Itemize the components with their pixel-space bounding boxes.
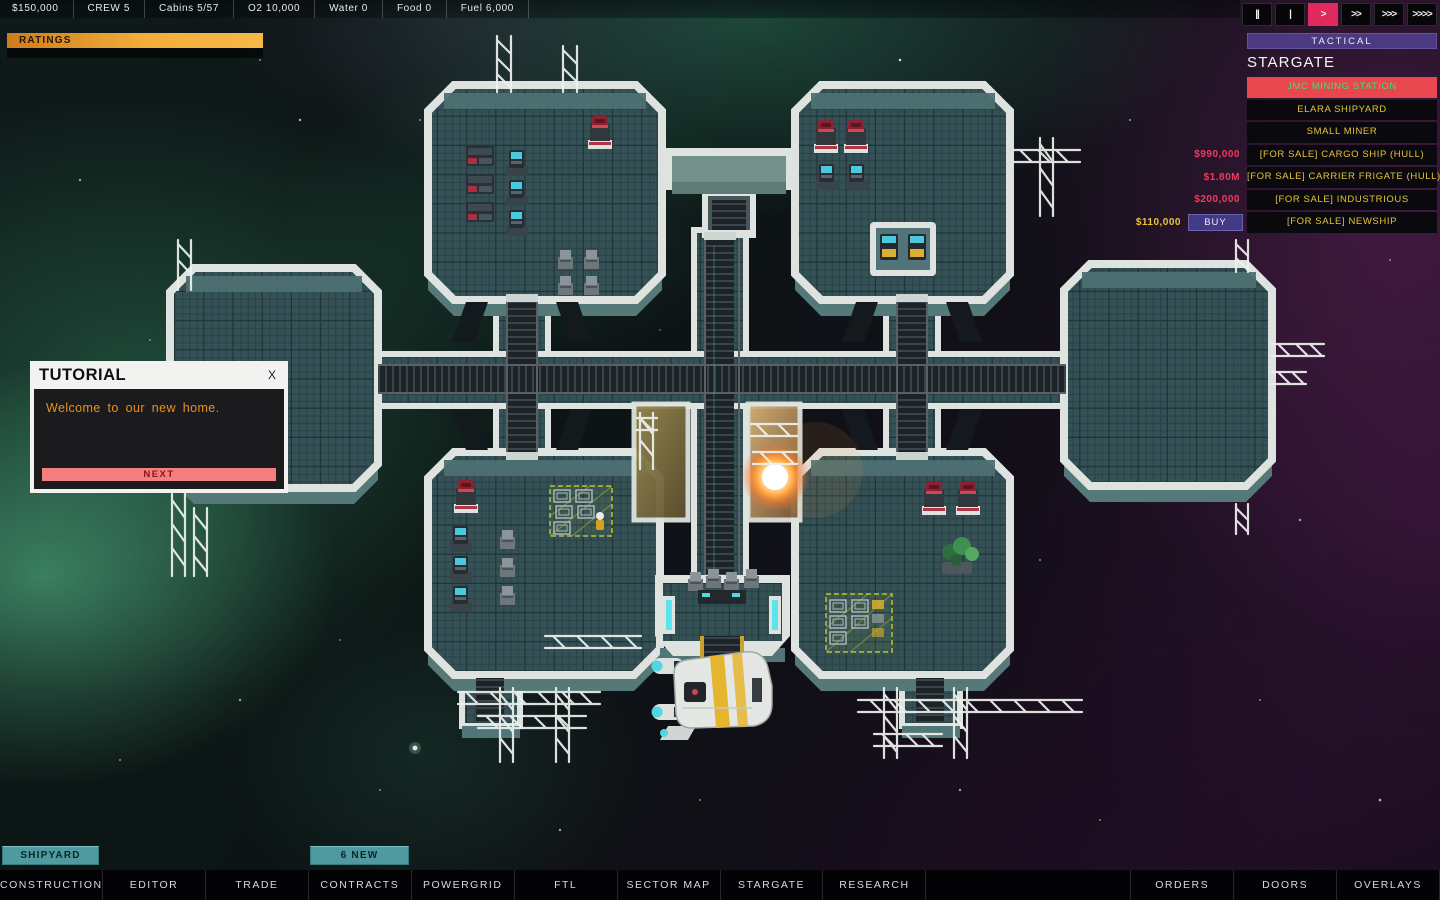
speed-2-button[interactable]: >> (1341, 3, 1371, 26)
speed-1-button[interactable]: | (1275, 3, 1305, 26)
ship-list-row: JMC MINING STATION (998, 77, 1437, 98)
pause-button[interactable]: || (1242, 3, 1272, 26)
tutorial-dialog: TUTORIAL X Welcome to our new home. NEXT (30, 361, 288, 493)
resource-bar: $150,000 CREW 5 Cabins 5/57 O2 10,000 Wa… (0, 0, 1240, 18)
stargate-ship-list: JMC MINING STATION ELARA SHIPYARD SMALL … (998, 77, 1440, 235)
stargate-panel-title: STARGATE (1247, 54, 1336, 71)
ship-list-item-small-miner[interactable]: SMALL MINER (1247, 122, 1437, 143)
ship-list-item-cargo-ship[interactable]: [FOR SALE] CARGO SHIP (HULL) (1247, 144, 1437, 165)
room-wall-bands (186, 93, 1256, 476)
play-button[interactable]: > (1308, 3, 1338, 26)
menu-trade[interactable]: TRADE (206, 870, 309, 900)
docked-shuttle[interactable] (651, 651, 773, 740)
menu-editor[interactable]: EDITOR (103, 870, 206, 900)
ship-list-item-carrier-frigate[interactable]: [FOR SALE] CARRIER FRIGATE (HULL) (1247, 167, 1440, 188)
tutorial-body: Welcome to our new home. NEXT (34, 389, 284, 489)
menu-sector-map[interactable]: SECTOR MAP (618, 870, 721, 900)
ship-list-item-jmc-mining-station[interactable]: JMC MINING STATION (1247, 77, 1437, 98)
ship-list-row: $1.80M [FOR SALE] CARRIER FRIGATE (HULL) (998, 167, 1440, 188)
water-stat: Water 0 (315, 0, 383, 18)
buy-button[interactable]: BUY (1188, 213, 1243, 231)
menu-research[interactable]: RESEARCH (823, 870, 927, 900)
ship-list-item-elara-shipyard[interactable]: ELARA SHIPYARD (1247, 99, 1437, 120)
scaffolding (170, 34, 1326, 764)
new-notifications-button[interactable]: 6 NEW (310, 846, 409, 865)
menu-powergrid[interactable]: POWERGRID (412, 870, 515, 900)
menu-orders[interactable]: ORDERS (1131, 870, 1235, 900)
crew-stat: CREW 5 (74, 0, 146, 18)
speed-4-button[interactable]: >>>> (1407, 3, 1437, 26)
next-button[interactable]: NEXT (42, 468, 276, 481)
price-label: $200,000 (1194, 194, 1240, 206)
corridor-tracks (378, 232, 1066, 722)
menu-contracts[interactable]: CONTRACTS (309, 870, 412, 900)
room-far-right (1060, 260, 1276, 490)
food-stat: Food 0 (383, 0, 447, 18)
bridge-connector (664, 148, 794, 238)
bottom-menu-bar: CONSTRUCTION EDITOR TRADE CONTRACTS POWE… (0, 870, 1440, 900)
ship-list-item-industrious[interactable]: [FOR SALE] INDUSTRIOUS (1247, 189, 1437, 210)
menu-spacer (926, 870, 1132, 900)
tutorial-header: TUTORIAL X (34, 361, 284, 389)
tutorial-message: Welcome to our new home. (46, 401, 220, 415)
tactical-button[interactable]: TACTICAL (1247, 33, 1437, 49)
menu-doors[interactable]: DOORS (1234, 870, 1338, 900)
fuel-stat: Fuel 6,000 (447, 0, 529, 18)
ship-list-row: $990,000 [FOR SALE] CARGO SHIP (HULL) (998, 144, 1437, 165)
oxygen-stat: O2 10,000 (234, 0, 316, 18)
menu-stargate[interactable]: STARGATE (721, 870, 824, 900)
menu-ftl[interactable]: FTL (515, 870, 618, 900)
ratings-bar[interactable]: RATINGS (7, 33, 263, 48)
machines-top-right-room[interactable] (814, 120, 936, 276)
money-stat: $150,000 (0, 0, 74, 18)
shipyard-button[interactable]: SHIPYARD (2, 846, 99, 865)
ship-list-row: SMALL MINER (998, 122, 1437, 143)
machines-bottom-right-room[interactable] (825, 482, 980, 653)
construction-pockets (631, 401, 863, 523)
price-label: $110,000 (1135, 216, 1181, 228)
price-label: $990,000 (1194, 149, 1240, 161)
machines-bottom-left-room[interactable] (450, 480, 613, 612)
ship-list-row: $110,000 BUY [FOR SALE] NEWSHIP (998, 212, 1437, 233)
price-label: $1.80M (1203, 171, 1240, 183)
menu-construction[interactable]: CONSTRUCTION (0, 870, 103, 900)
ship-list-row: $200,000 [FOR SALE] INDUSTRIOUS (998, 189, 1437, 210)
ship-list-item-newship[interactable]: [FOR SALE] NEWSHIP (1247, 212, 1437, 233)
playback-controls: || | > >> >>> >>>> (1242, 3, 1437, 26)
speed-3-button[interactable]: >>> (1374, 3, 1404, 26)
cabins-stat: Cabins 5/57 (145, 0, 234, 18)
ship-list-row: ELARA SHIPYARD (998, 99, 1437, 120)
menu-overlays[interactable]: OVERLAYS (1337, 870, 1440, 900)
ratings-sub-bar (7, 48, 263, 58)
room-top-left (424, 81, 666, 304)
tutorial-title: TUTORIAL (39, 365, 127, 384)
close-icon[interactable]: X (267, 368, 276, 382)
